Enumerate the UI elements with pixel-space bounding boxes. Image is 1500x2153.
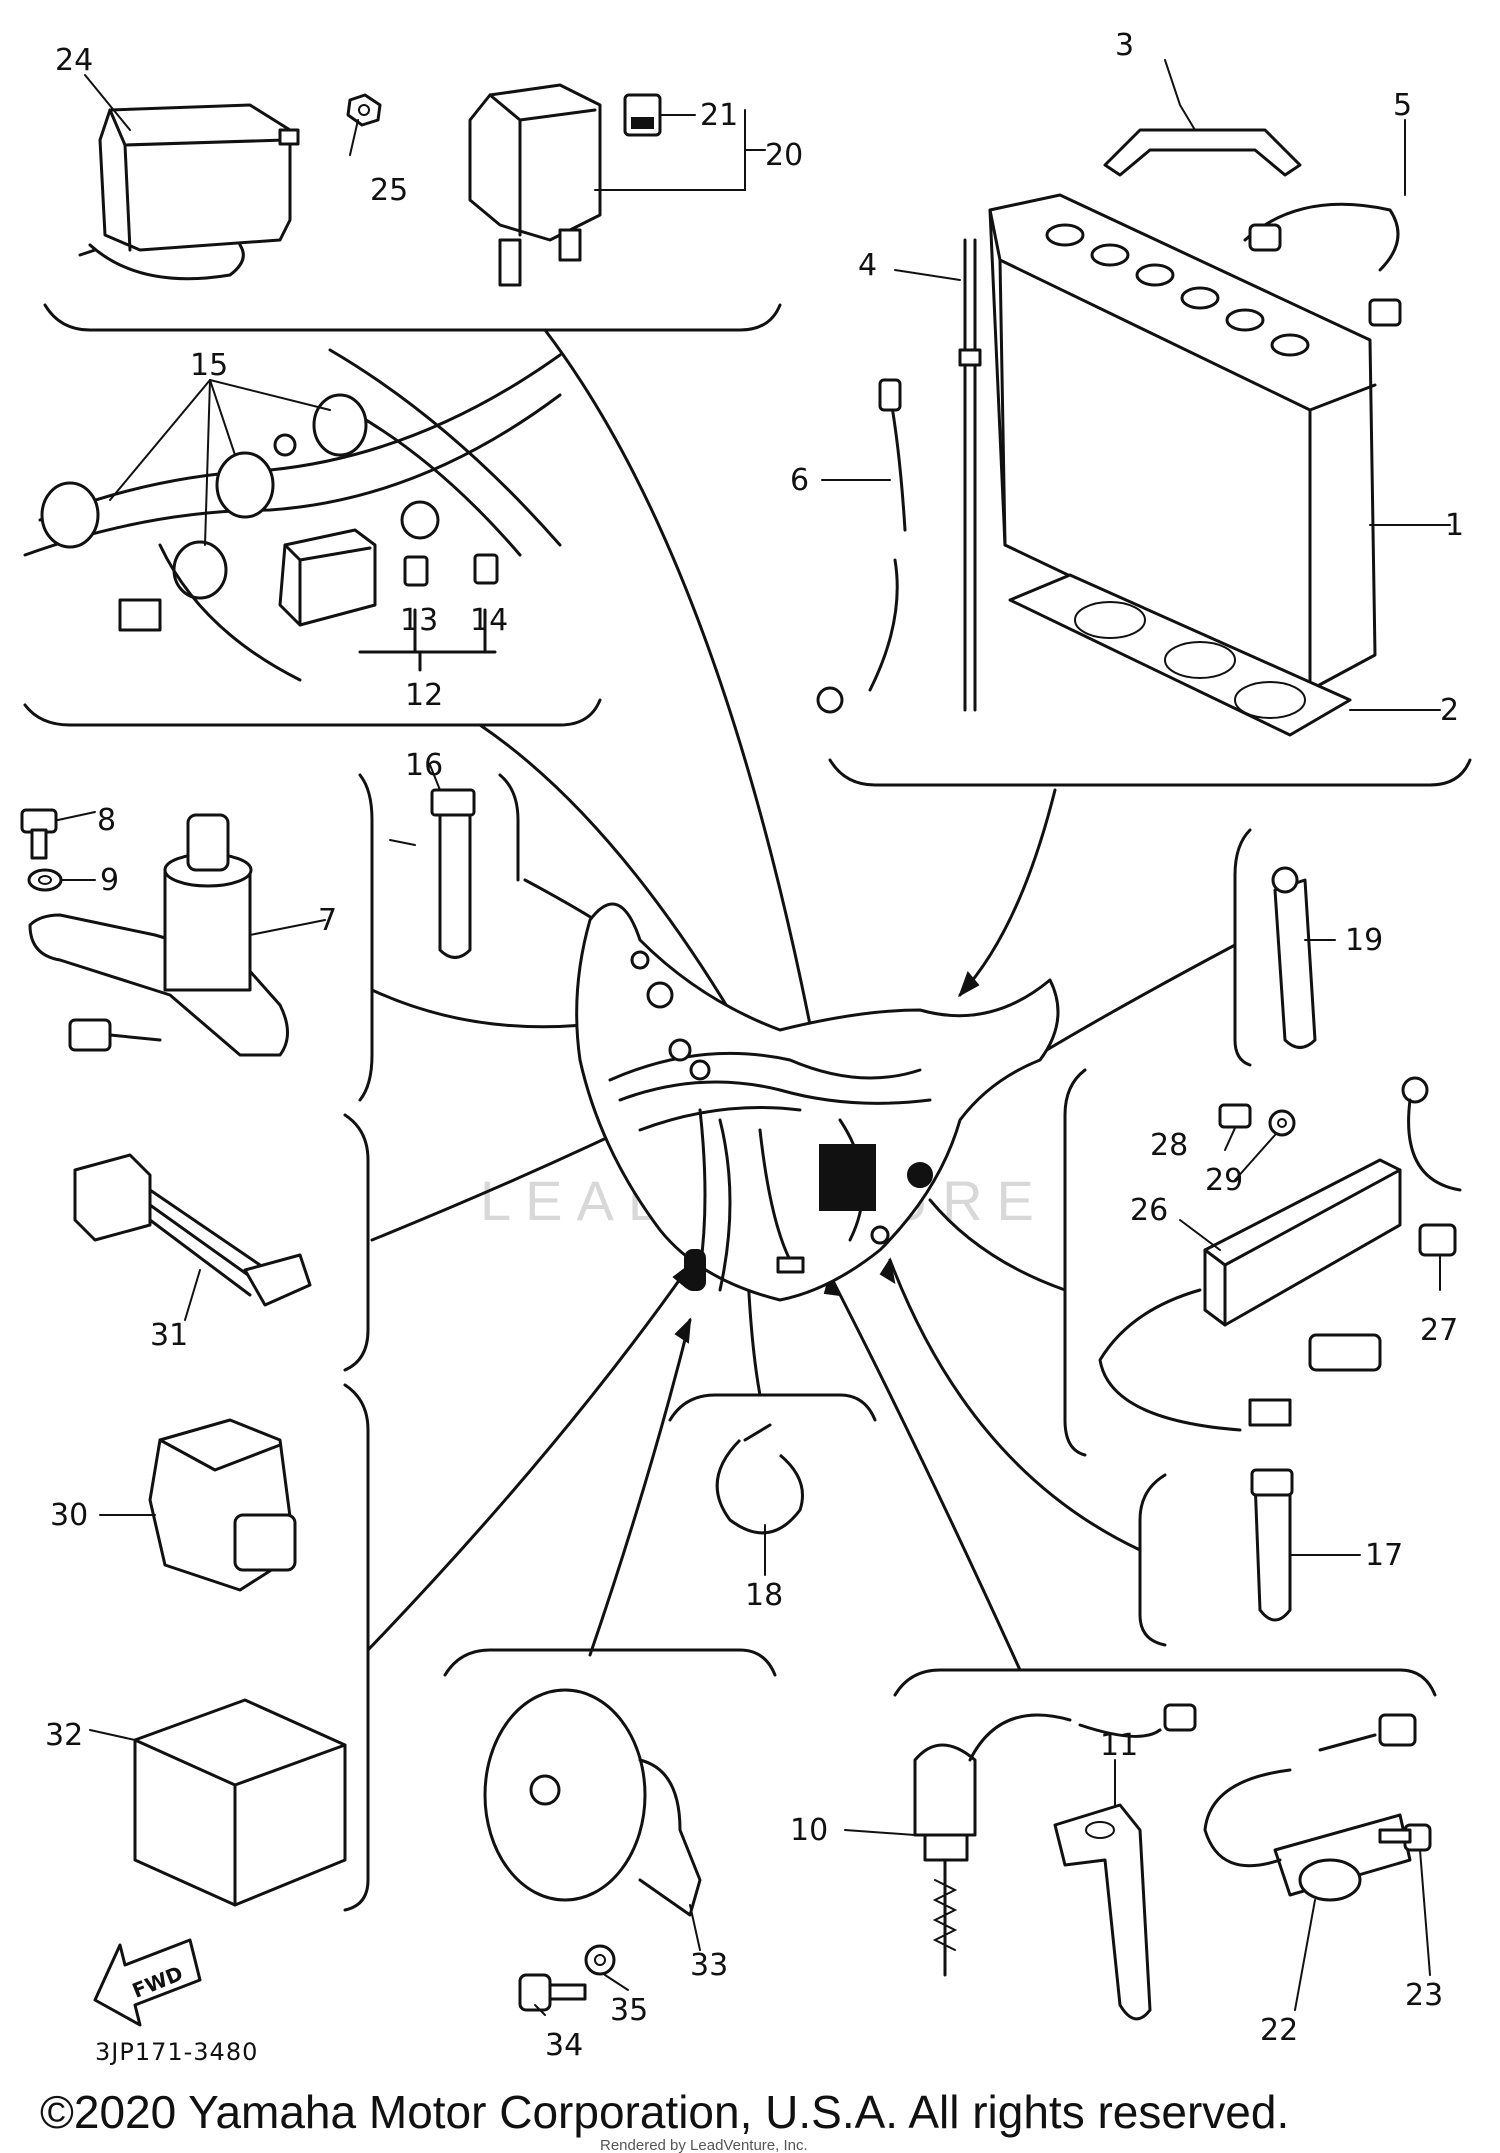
battery-cable-6 xyxy=(816,378,907,714)
fuse-13 xyxy=(403,555,429,587)
label-33: 33 xyxy=(690,1948,728,1983)
label-23: 23 xyxy=(1405,1978,1443,2013)
relay-32 xyxy=(133,1698,347,1907)
label-17: 17 xyxy=(1365,1538,1403,1573)
label-8: 8 xyxy=(97,803,116,838)
group-brackets xyxy=(23,303,1472,1912)
label-29: 29 xyxy=(1205,1163,1243,1198)
horn-33 xyxy=(483,1688,702,1917)
brake-switch-22 xyxy=(1203,1713,1417,1902)
label-25: 25 xyxy=(370,173,408,208)
band-19 xyxy=(1271,866,1317,1049)
neutral-switch-10 xyxy=(913,1703,1197,1977)
label-34: 34 xyxy=(545,2028,583,2063)
label-20: 20 xyxy=(765,138,803,173)
wire-harness xyxy=(575,902,1060,1302)
label-19: 19 xyxy=(1345,923,1383,958)
ignition-coil-24 xyxy=(78,103,300,281)
fuse-box-12 xyxy=(278,528,377,627)
label-13: 13 xyxy=(400,603,438,638)
battery-1 xyxy=(988,193,1377,692)
fwd-arrow: FWD xyxy=(93,1938,202,2027)
label-1: 1 xyxy=(1445,508,1464,543)
label-28: 28 xyxy=(1150,1128,1188,1163)
label-2: 2 xyxy=(1440,693,1459,728)
clamp-18 xyxy=(715,1423,804,1535)
relay-30 xyxy=(148,1418,297,1592)
screw-23 xyxy=(1378,1823,1432,1852)
bracket-11 xyxy=(1053,1803,1152,2021)
label-10: 10 xyxy=(790,1813,828,1848)
fuse-21 xyxy=(623,93,662,137)
wire-lead-31 xyxy=(73,1153,312,1307)
label-31: 31 xyxy=(150,1318,188,1353)
band-17 xyxy=(1250,1468,1294,1622)
battery-lead-5 xyxy=(1243,202,1402,327)
lead-27 xyxy=(1401,1076,1462,1257)
band-16 xyxy=(430,788,476,959)
washer-35 xyxy=(584,1944,616,1976)
label-22: 22 xyxy=(1260,2013,1298,2048)
nut-25 xyxy=(346,93,382,127)
copyright-notice: ©2020 Yamaha Motor Corporation, U.S.A. A… xyxy=(40,2086,1289,2138)
label-7: 7 xyxy=(318,903,337,938)
label-26: 26 xyxy=(1130,1193,1168,1228)
label-9: 9 xyxy=(100,863,119,898)
label-15: 15 xyxy=(190,348,228,383)
fuse-14 xyxy=(473,553,499,585)
relay-20 xyxy=(468,83,602,287)
screw-8 xyxy=(20,808,58,860)
part-labels: 1 2 3 4 5 6 7 8 9 10 11 12 13 14 15 16 1… xyxy=(45,28,1464,2063)
label-35: 35 xyxy=(610,1993,648,2028)
label-11: 11 xyxy=(1100,1728,1138,1763)
switch-plug xyxy=(68,1018,162,1052)
label-leaders xyxy=(57,59,1451,2016)
label-16: 16 xyxy=(405,748,443,783)
label-12: 12 xyxy=(405,678,443,713)
label-14: 14 xyxy=(470,603,508,638)
washer-29 xyxy=(1268,1109,1296,1137)
label-6: 6 xyxy=(790,463,809,498)
bolt-28 xyxy=(1218,1103,1252,1129)
battery-cells xyxy=(1045,223,1310,357)
main-switch-7 xyxy=(28,813,289,1057)
label-30: 30 xyxy=(50,1498,88,1533)
battery-band-3 xyxy=(1103,128,1302,177)
diagram-code: 3JP171-3480 xyxy=(95,2038,258,2066)
label-3: 3 xyxy=(1115,28,1134,63)
label-4: 4 xyxy=(858,248,877,283)
battery-pad-2 xyxy=(1008,573,1352,737)
label-5: 5 xyxy=(1393,88,1412,123)
label-21: 21 xyxy=(700,98,738,133)
cdi-unit-26 xyxy=(1098,1158,1402,1432)
bolt-34 xyxy=(518,1973,587,2012)
label-27: 27 xyxy=(1420,1313,1458,1348)
label-32: 32 xyxy=(45,1718,83,1753)
fuse-bracket-12 xyxy=(358,608,497,672)
breather-pipe-4 xyxy=(958,238,982,712)
label-24: 24 xyxy=(55,43,93,78)
washer-9 xyxy=(27,868,63,892)
label-18: 18 xyxy=(745,1578,783,1613)
rendered-by: Rendered by LeadVenture, Inc. xyxy=(600,2137,808,2153)
